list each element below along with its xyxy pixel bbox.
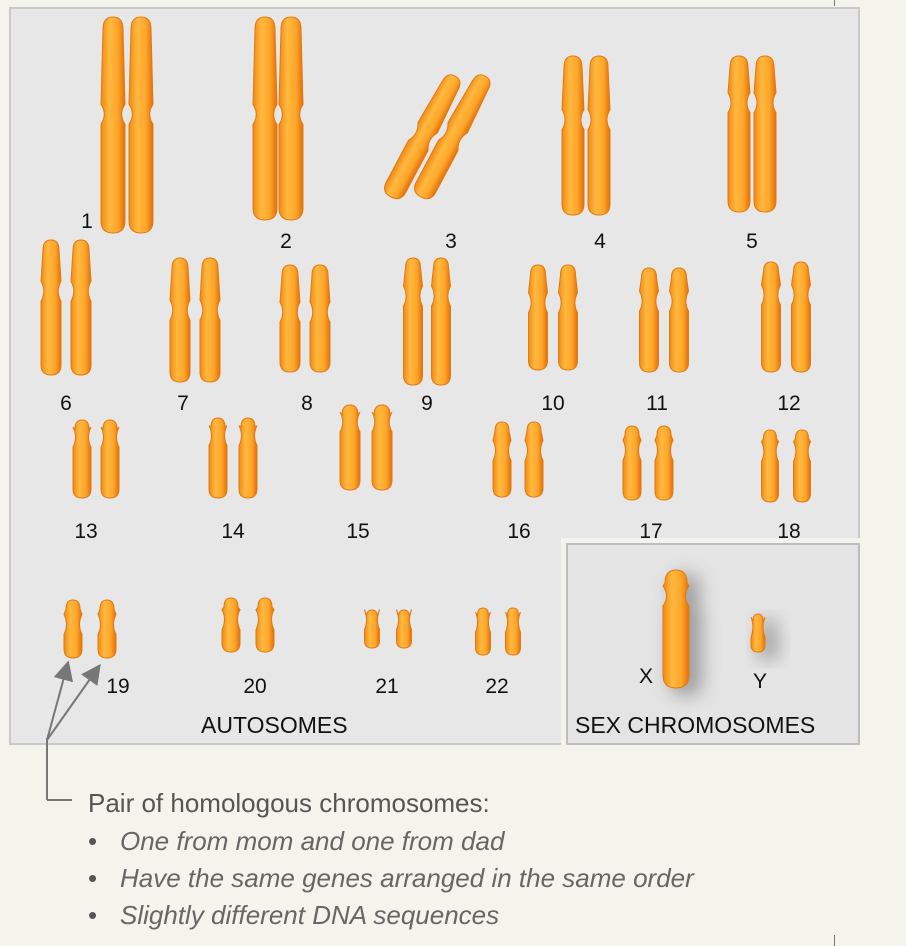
chromosome-2-b <box>278 16 304 221</box>
chromosome-label-15: 15 <box>346 520 370 543</box>
chromosome-label-18: 18 <box>777 520 801 543</box>
chromosome-20-b <box>255 597 275 653</box>
chromosome-4-b <box>587 55 611 216</box>
chromosome-label-13: 13 <box>74 520 98 543</box>
chromosome-13-b <box>100 419 120 499</box>
legend-item: •Have the same genes arranged in the sam… <box>88 863 694 893</box>
pointer-arrow-right <box>46 663 101 741</box>
chromosome-21-b <box>396 609 412 649</box>
chromosome-11-b <box>668 267 690 373</box>
chromosome-label-16: 16 <box>507 520 531 543</box>
chromosome-label-X: X <box>638 665 654 688</box>
chromosome-label-12: 12 <box>777 392 801 415</box>
chromosome-label-4: 4 <box>594 230 606 253</box>
chromosome-label-17: 17 <box>639 520 663 543</box>
chromosome-7-a <box>169 257 191 383</box>
chromosome-10-a <box>527 264 549 371</box>
chromosome-12-a <box>760 261 782 373</box>
chromosome-2-a <box>252 16 278 221</box>
frame-tick <box>834 0 835 6</box>
legend-item: •Slightly different DNA sequences <box>88 900 500 930</box>
chromosome-label-2: 2 <box>280 230 292 253</box>
chromosome-label-21: 21 <box>375 675 399 698</box>
chromosome-label-1: 1 <box>81 210 93 233</box>
autosomes-title: AUTOSOMES <box>201 712 348 738</box>
chromosome-6-a <box>40 239 62 376</box>
chromosome-label-14: 14 <box>221 520 245 543</box>
chromosome-label-20: 20 <box>243 675 267 698</box>
chromosome-19-b <box>97 599 117 659</box>
chromosome-10-b <box>557 264 579 371</box>
chromosome-4-a <box>561 55 585 216</box>
chromosome-label-9: 9 <box>421 392 433 415</box>
chromosome-22-a <box>475 607 491 656</box>
chromosome-3-b <box>414 74 491 200</box>
chromosome-8-b <box>309 264 331 373</box>
chromosome-1-b <box>128 16 154 234</box>
chromosome-label-5: 5 <box>746 230 758 253</box>
chromosome-16-a <box>492 421 512 498</box>
chromosome-X <box>662 569 690 689</box>
frame-tick <box>834 935 835 946</box>
chromosome-label-Y: Y <box>752 670 768 693</box>
chromosome-label-10: 10 <box>541 392 565 415</box>
legend-list: •One from mom and one from dad •Have the… <box>88 824 694 935</box>
chromosome-15-b <box>371 404 393 491</box>
chromosome-3-a <box>384 74 461 200</box>
chromosome-22-b <box>505 607 521 656</box>
bullet-icon: • <box>88 826 98 856</box>
chromosome-14-a <box>208 417 228 499</box>
pointer-arrow-left <box>46 660 74 741</box>
chromosome-16-b <box>524 421 544 498</box>
chromosome-label-3: 3 <box>445 230 457 253</box>
chromosome-21-a <box>364 609 380 649</box>
chromosome-19-a <box>63 599 83 659</box>
chromosome-18-a <box>760 429 780 503</box>
chromosome-9-b <box>430 257 452 386</box>
chromosome-label-19: 19 <box>106 675 130 698</box>
chromosome-6-b <box>70 239 92 376</box>
bullet-icon: • <box>88 900 98 930</box>
chromosome-label-6: 6 <box>60 392 72 415</box>
chromosome-label-22: 22 <box>485 675 509 698</box>
chromosome-5-b <box>753 55 777 213</box>
chromosome-20-a <box>221 597 241 653</box>
chromosome-label-11: 11 <box>646 392 668 415</box>
chromosome-Y <box>750 613 766 653</box>
sex-chromosomes-title: SEX CHROMOSOMES <box>575 712 816 738</box>
chromosome-15-a <box>339 404 361 491</box>
homolog-pointer-arrows <box>46 660 101 801</box>
chromosome-17-b <box>654 425 674 501</box>
chromosome-9-a <box>402 257 424 386</box>
chromosome-8-a <box>279 264 301 373</box>
chromosome-group <box>40 16 812 696</box>
chromosome-12-b <box>790 261 812 373</box>
chromosome-label-8: 8 <box>301 392 313 415</box>
legend-item: •One from mom and one from dad <box>88 826 505 856</box>
sex-chromosomes-panel <box>566 543 860 745</box>
bullet-icon: • <box>88 863 98 893</box>
chromosome-1-a <box>100 16 126 234</box>
chromosome-14-b <box>238 417 258 499</box>
chromosome-5-a <box>727 55 751 213</box>
chromosome-label-7: 7 <box>177 392 189 415</box>
chromosome-18-b <box>792 429 812 503</box>
chromosome-13-a <box>72 419 92 499</box>
chromosome-11-a <box>638 267 660 373</box>
legend-title: Pair of homologous chromosomes: <box>88 788 490 818</box>
chromosome-7-b <box>199 257 221 383</box>
chromosome-17-a <box>622 425 642 501</box>
